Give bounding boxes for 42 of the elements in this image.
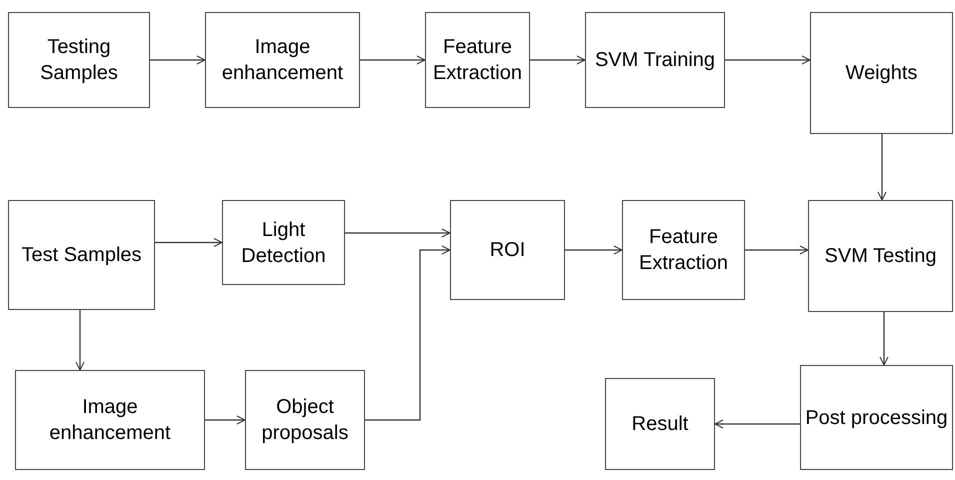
box-label: Test Samples	[21, 243, 142, 268]
process-box	[810, 12, 953, 134]
arrow	[880, 312, 888, 366]
box-label: Image enhancement	[220, 35, 344, 86]
process-box	[8, 12, 150, 108]
arrow	[565, 246, 622, 254]
arrow	[714, 420, 800, 428]
process-box	[425, 12, 530, 108]
arrow	[76, 310, 84, 370]
process-box	[808, 200, 953, 312]
arrow	[150, 56, 206, 64]
arrow	[365, 246, 450, 421]
box-label: ROI	[490, 238, 526, 263]
process-box	[800, 365, 953, 470]
process-box	[222, 200, 345, 285]
box-label: Feature Extraction	[432, 35, 523, 86]
process-box	[450, 200, 565, 300]
box-label: SVM Training	[594, 48, 716, 73]
arrow	[345, 228, 450, 238]
box-label: Feature Extraction	[638, 225, 729, 276]
arrow	[360, 56, 426, 64]
process-box	[622, 200, 745, 300]
process-box	[15, 370, 205, 470]
box-label: Testing Samples	[39, 35, 119, 86]
process-box	[605, 378, 715, 470]
arrow	[725, 56, 810, 64]
arrow	[205, 416, 246, 424]
box-label: Light Detection	[240, 218, 327, 268]
box-label: Post processing	[805, 406, 948, 430]
arrow	[745, 246, 808, 254]
arrow	[878, 134, 886, 200]
process-box	[245, 370, 365, 470]
box-label: Result	[632, 412, 688, 437]
process-box	[205, 12, 360, 108]
box-label: Weights	[846, 61, 918, 86]
process-box	[585, 12, 725, 108]
box-label: Image enhancement	[48, 395, 172, 446]
box-label: SVM Testing	[824, 244, 936, 269]
box-label: Object proposals	[260, 395, 350, 446]
arrow	[155, 238, 222, 247]
process-box	[8, 200, 155, 310]
arrow	[530, 56, 586, 64]
